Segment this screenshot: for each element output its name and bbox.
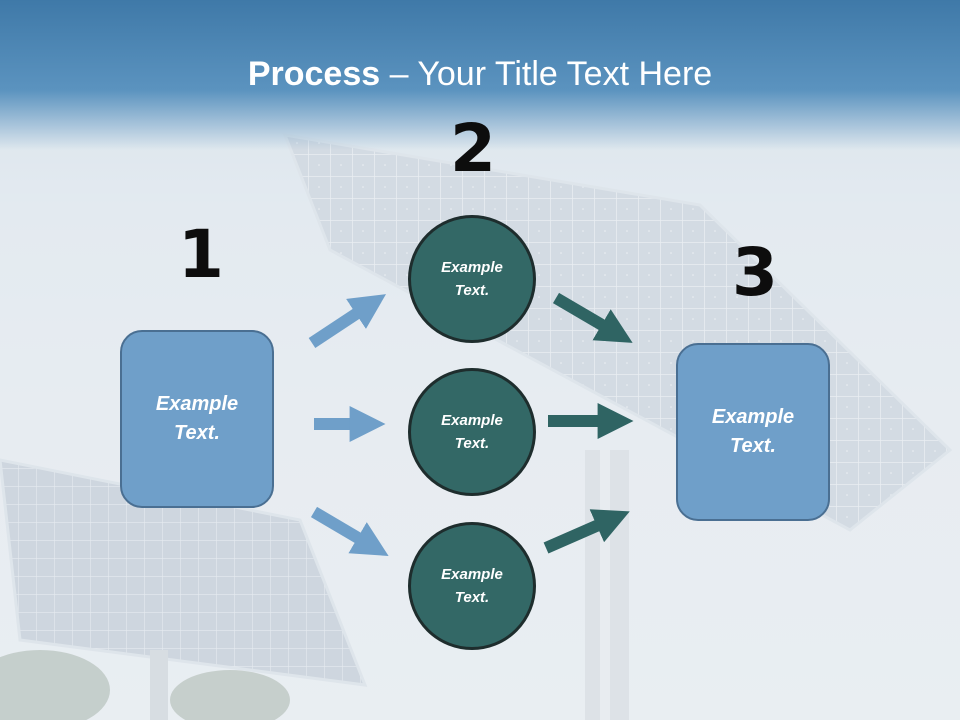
circle-bottom-line-2: Text. bbox=[454, 589, 490, 606]
arrow-left-to-top bbox=[308, 294, 387, 349]
step-number-1: 1 bbox=[178, 216, 224, 293]
circle-top-line-2: Text. bbox=[454, 282, 490, 299]
right-box-line-1: Example bbox=[711, 406, 795, 428]
circle-middle-line-1: Example bbox=[441, 412, 503, 429]
title-rest: – Your Title Text Here bbox=[380, 55, 713, 93]
slide-title: Process – Your Title Text Here bbox=[0, 52, 960, 96]
process-circle-bottom: Example Text. bbox=[408, 522, 536, 650]
step-number-2: 2 bbox=[450, 110, 496, 187]
left-box-line-2: Text. bbox=[174, 422, 220, 444]
process-circle-top: Example Text. bbox=[408, 215, 536, 343]
arrow-top-to-right bbox=[552, 292, 633, 343]
left-box-line-1: Example bbox=[155, 393, 239, 415]
step-number-3: 3 bbox=[732, 234, 778, 311]
left-process-box: Example Text. bbox=[120, 330, 274, 508]
circle-top-line-1: Example bbox=[441, 259, 503, 276]
arrow-left-to-bottom bbox=[310, 506, 389, 556]
circle-middle-line-2: Text. bbox=[454, 435, 490, 452]
right-process-box: Example Text. bbox=[676, 343, 830, 521]
arrow-bottom-to-right bbox=[543, 509, 630, 554]
right-box-line-2: Text. bbox=[730, 435, 776, 457]
circle-bottom-line-1: Example bbox=[441, 566, 503, 583]
title-band bbox=[0, 0, 960, 150]
title-bold: Process bbox=[247, 55, 381, 93]
process-circle-middle: Example Text. bbox=[408, 368, 536, 496]
